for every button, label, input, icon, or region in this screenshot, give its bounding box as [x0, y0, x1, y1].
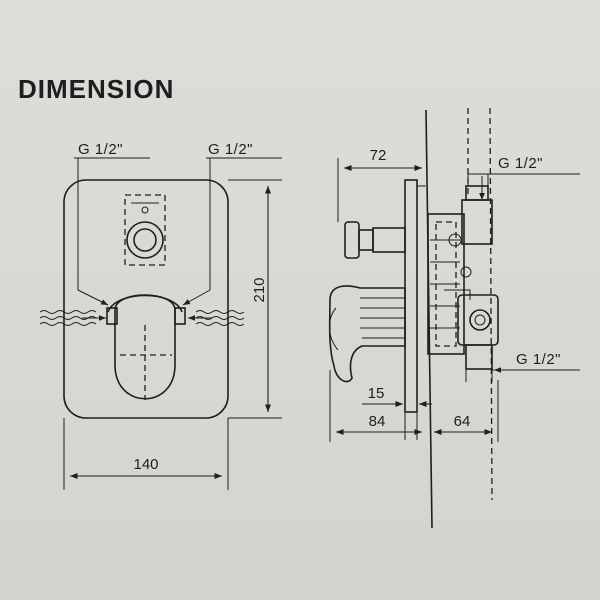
water-inlet-right-icon [188, 310, 245, 326]
inlet-left-label: G 1/2" [78, 141, 123, 158]
front-view: G 1/2" G 1/2" 210 140 [39, 141, 282, 490]
body-depth-label: 64 [454, 413, 471, 430]
diverter-stem [344, 221, 406, 259]
wall-line [425, 109, 433, 529]
handle-depth-label: 84 [369, 413, 386, 430]
wall-plate [404, 179, 418, 413]
width-label: 140 [133, 456, 158, 473]
water-inlet-left-icon [39, 310, 106, 326]
outlet-bottom-label: G 1/2" [516, 351, 561, 368]
diverter-knob [124, 194, 166, 266]
outlet-top-label: G 1/2" [498, 155, 543, 172]
valve-body [427, 185, 499, 370]
cover-plate [63, 179, 229, 419]
side-handle [328, 285, 406, 383]
page-title: DIMENSION [18, 74, 175, 104]
side-view: G 1/2" G 1/2" 72 15 84 64 [328, 107, 580, 529]
lever-handle [106, 294, 186, 400]
plate-thickness-label: 15 [368, 385, 385, 402]
inlet-right-label: G 1/2" [208, 141, 253, 158]
depth-top-label: 72 [370, 147, 387, 164]
height-label: 210 [251, 277, 268, 302]
